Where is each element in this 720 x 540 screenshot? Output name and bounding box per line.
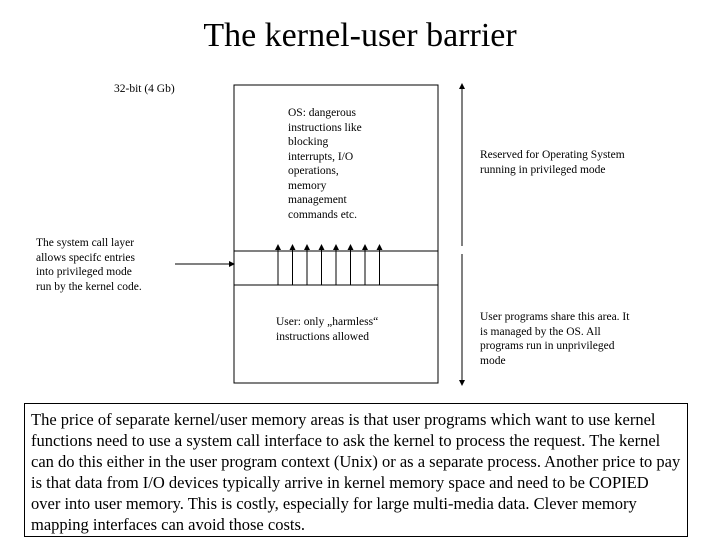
memory-box <box>233 84 439 384</box>
syscall-layer-label: The system call layer allows specifc ent… <box>36 237 142 293</box>
os-region-label: OS: dangerous instructions like blocking… <box>288 107 362 221</box>
page-title: The kernel-user barrier <box>203 17 517 54</box>
size-label: 32-bit (4 Gb) <box>114 83 175 95</box>
entry-arrows <box>275 244 383 285</box>
reserved-os-label: Reserved for Operating System running in… <box>480 149 625 176</box>
user-share-label: User programs share this area. It is man… <box>480 311 630 367</box>
memory-diagram <box>175 83 465 386</box>
user-region-label: User: only „harmless“ instructions allow… <box>276 316 379 343</box>
explanation-paragraph: The price of separate kernel/user memory… <box>24 403 688 537</box>
